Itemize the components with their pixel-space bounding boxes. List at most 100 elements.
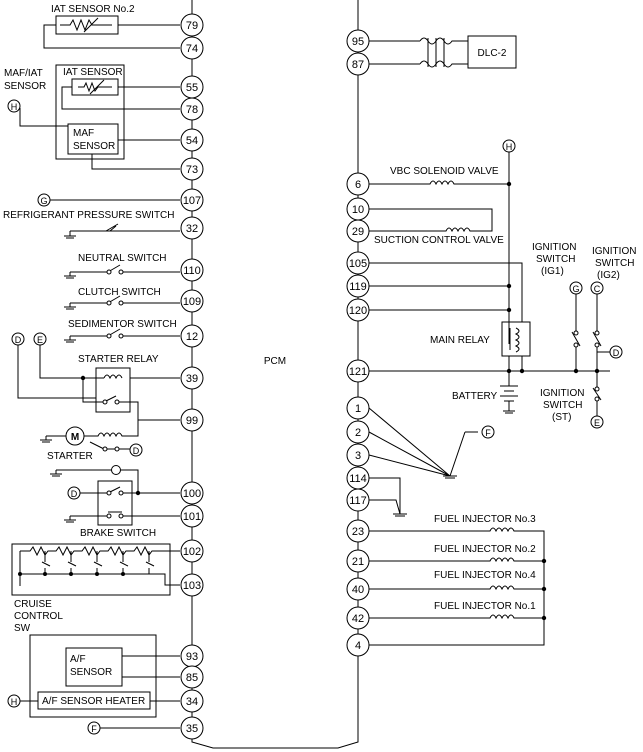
iat-resistor <box>78 81 112 93</box>
pcm-pin-right-21: 21 <box>346 549 370 573</box>
pcm-pin-label: 93 <box>186 651 198 663</box>
ig1-label-2: SWITCH <box>536 254 575 265</box>
pcm-pin-left-101: 101 <box>180 504 204 528</box>
svg-text:G: G <box>572 284 579 294</box>
cruise-label-3: SW <box>14 623 31 634</box>
connector-e-right <box>590 415 604 429</box>
pcm-pin-label: 79 <box>186 20 198 32</box>
pcm-pin-left-78: 78 <box>180 97 204 121</box>
pcm-pin-label: 73 <box>186 164 198 176</box>
iat2-wires <box>43 24 180 49</box>
svg-text:M: M <box>71 432 79 443</box>
mafiat-label-1: MAF/IAT <box>4 68 43 79</box>
svg-text:H: H <box>506 142 513 152</box>
connector-h-left-bottom <box>7 694 21 708</box>
svg-text:F: F <box>91 724 97 734</box>
pcm-pin-left-109: 109 <box>180 289 204 313</box>
maf-label-1: MAF <box>73 128 94 139</box>
pcm-pin-label: 119 <box>349 281 367 293</box>
clutch-label: CLUTCH SWITCH <box>78 287 161 298</box>
dlc2-label: DLC-2 <box>478 48 507 59</box>
pcm-pin-label: 35 <box>186 723 198 735</box>
pcm-pin-label: 117 <box>349 495 367 507</box>
pcm-pin-label: 109 <box>183 296 201 308</box>
pcm-pin-right-121: 121 <box>346 359 370 383</box>
pcm-pin-right-1: 1 <box>346 396 370 420</box>
iat2-arrow <box>83 17 99 33</box>
pcm-body <box>191 0 359 749</box>
maf-sensor-box <box>67 123 119 155</box>
af-label-2: SENSOR <box>70 667 112 678</box>
connector-h-left-top <box>7 99 21 113</box>
pcm-pin-label: 4 <box>355 640 361 652</box>
svg-text:D: D <box>15 335 22 345</box>
pcm-pin-label: 74 <box>186 43 198 55</box>
svg-text:D: D <box>71 489 78 499</box>
inj1-label: FUEL INJECTOR No.1 <box>434 601 536 612</box>
pcm-pin-right-117: 117 <box>346 488 370 512</box>
svg-text:E: E <box>594 418 600 428</box>
af-sensor-box <box>65 647 123 687</box>
pcm-pin-label: 39 <box>186 373 198 385</box>
pcm-pin-label: 95 <box>352 36 364 48</box>
maf-iat-sensor-block <box>55 64 125 160</box>
brake-switch-label: BRAKE SWITCH <box>80 528 156 539</box>
pcm-pin-label: 32 <box>186 223 198 235</box>
igst-label-2: SWITCH <box>543 400 582 411</box>
pcm-pin-left-93: 93 <box>180 644 204 668</box>
pcm-pin-right-114: 114 <box>346 466 370 490</box>
brake-switch-box <box>97 480 133 526</box>
neutral-label: NEUTRAL SWITCH <box>78 253 167 264</box>
cruise-control-block <box>11 543 171 596</box>
pcm-pin-right-40: 40 <box>346 577 370 601</box>
pcm-pin-label: 101 <box>183 511 201 523</box>
pcm-pin-label: 21 <box>352 556 364 568</box>
pcm-pin-label: 110 <box>183 265 201 277</box>
pcm-pin-label: 2 <box>355 427 361 439</box>
pcm-pin-label: 55 <box>186 82 198 94</box>
pcm-pin-label: 12 <box>186 331 198 343</box>
af-heater-label: A/F SENSOR HEATER <box>42 696 145 707</box>
pcm-pin-left-74: 74 <box>180 36 204 60</box>
pcm-pin-left-79: 79 <box>180 13 204 37</box>
pcm-pin-right-10: 10 <box>346 197 370 221</box>
pcm-pin-right-3: 3 <box>346 443 370 467</box>
pcm-pin-left-110: 110 <box>180 258 204 282</box>
starter-label: STARTER <box>47 451 93 462</box>
pcm-pin-label: 114 <box>349 473 367 485</box>
ig2-label-3: (IG2) <box>597 270 620 281</box>
inj3-label: FUEL INJECTOR No.3 <box>434 514 536 525</box>
cruise-label-1: CRUISE <box>14 599 52 610</box>
svg-text:D: D <box>613 348 620 358</box>
pcm-pin-right-2: 2 <box>346 420 370 444</box>
pcm-pin-left-12: 12 <box>180 324 204 348</box>
neutral-switch <box>70 264 180 273</box>
pcm-pin-left-73: 73 <box>180 157 204 181</box>
sedimentor-label: SEDIMENTOR SWITCH <box>68 319 177 330</box>
pcm-pin-label: 29 <box>352 226 364 238</box>
pcm-pin-label: 54 <box>186 135 198 147</box>
iat2-label: IAT SENSOR No.2 <box>51 4 135 15</box>
igst-label-3: (ST) <box>552 412 571 423</box>
inj2-label: FUEL INJECTOR No.2 <box>434 544 536 555</box>
inj4-label: FUEL INJECTOR No.4 <box>434 570 536 581</box>
dlc2-box <box>467 35 517 69</box>
pcm-pin-left-100: 100 <box>180 481 204 505</box>
main-relay-label: MAIN RELAY <box>430 335 490 346</box>
suction-label: SUCTION CONTROL VALVE <box>374 235 504 246</box>
maf-label-2: SENSOR <box>73 141 115 152</box>
svg-text:E: E <box>37 335 43 345</box>
sedimentor-switch <box>70 328 180 337</box>
pcm-pin-left-34: 34 <box>180 689 204 713</box>
connector-d-left <box>11 332 25 346</box>
iat2-resistor <box>60 18 112 32</box>
pcm-pin-right-6: 6 <box>346 172 370 196</box>
refrigerant-label: REFRIGERANT PRESSURE SWITCH <box>3 210 175 221</box>
pcm-pin-right-4: 4 <box>346 633 370 657</box>
pcm-pin-label: 100 <box>183 488 201 500</box>
svg-text:H: H <box>11 102 18 112</box>
starter-relay-label: STARTER RELAY <box>78 354 159 365</box>
starter-relay-box <box>95 367 131 413</box>
